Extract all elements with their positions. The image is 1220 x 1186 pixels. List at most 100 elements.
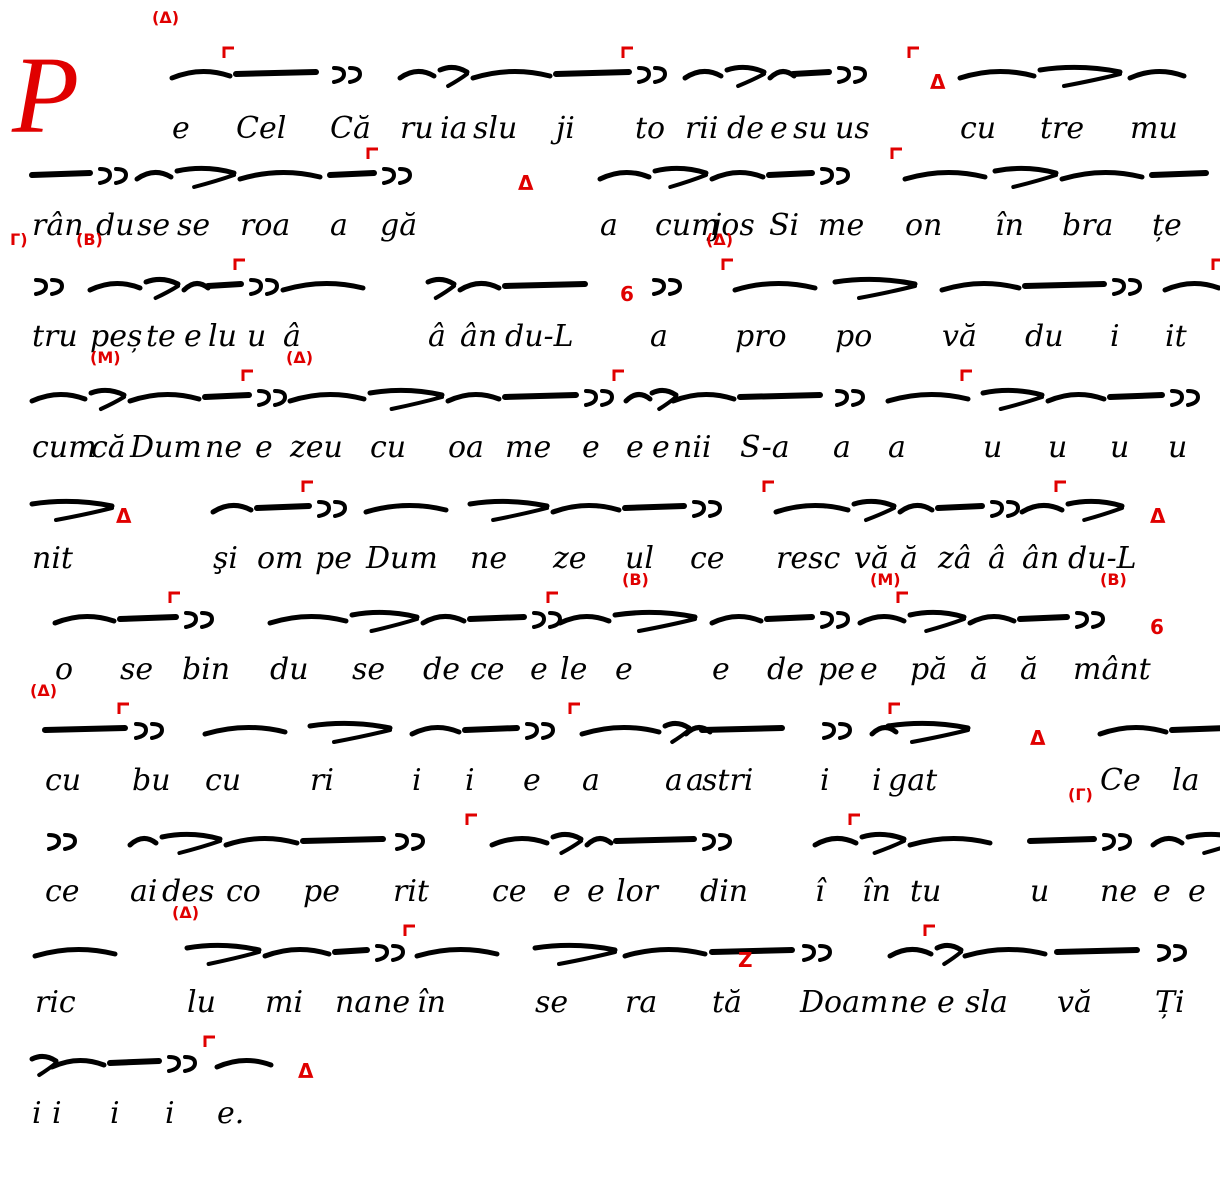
neume-mark xyxy=(425,276,457,300)
neume-mark xyxy=(1185,831,1220,855)
lyric-syllable: ne xyxy=(205,430,243,465)
lyric-syllable: u xyxy=(983,430,1003,465)
martyria-marker: (Δ) xyxy=(172,903,200,922)
neume-mark xyxy=(709,947,795,955)
lyric-syllable: e xyxy=(523,763,541,798)
neume-mark xyxy=(1150,836,1185,848)
lyric-syllable: bin xyxy=(182,652,231,687)
lyric-syllable: se xyxy=(535,985,569,1020)
lyric-syllable: i xyxy=(465,763,475,798)
neume-mark xyxy=(699,725,785,733)
lyric-syllable: ne xyxy=(1100,874,1138,909)
lyric-syllable: Ce xyxy=(1100,763,1141,798)
neume-mark xyxy=(181,281,211,293)
lyric-syllable: a xyxy=(582,763,600,798)
neume-mark xyxy=(467,614,527,622)
neume-mark xyxy=(682,69,724,81)
neume-mark xyxy=(414,947,500,959)
neume-mark xyxy=(489,836,550,848)
lyric-syllable: â xyxy=(283,319,301,354)
lyric-syllable: Ți xyxy=(1155,985,1185,1020)
neume-mark xyxy=(280,281,366,293)
lyric-syllable: pro xyxy=(735,319,787,354)
neume-mark xyxy=(637,66,668,84)
neume-mark xyxy=(445,392,502,404)
lyric-syllable: jos xyxy=(712,208,755,243)
neume-mark xyxy=(327,147,378,178)
lyric-syllable: se xyxy=(352,652,386,687)
neume-mark xyxy=(174,165,237,189)
neume-mark xyxy=(934,942,964,966)
lyric-syllable: ne xyxy=(470,541,508,576)
lyric-syllable: ri xyxy=(310,763,334,798)
lyric-syllable: zeu xyxy=(290,430,343,465)
lyric-syllable: i xyxy=(165,1096,175,1131)
lyric-syllable: ă xyxy=(970,652,988,687)
martyria-marker: (Γ) xyxy=(1068,785,1093,804)
neume-mark xyxy=(397,69,437,81)
lyric-syllable: su xyxy=(793,111,828,146)
lyric-syllable: nit xyxy=(32,541,73,576)
martyria-marker: (M) xyxy=(90,348,121,367)
lyric-syllable: me xyxy=(818,208,865,243)
neume-mark xyxy=(159,831,223,855)
lyric-syllable: rân xyxy=(32,208,84,243)
neume-mark xyxy=(980,387,1045,411)
lyric-syllable: cu xyxy=(370,430,407,465)
lyric-syllable: țe xyxy=(1152,208,1182,243)
neume-mark xyxy=(550,831,584,855)
martyria-marker: (Δ) xyxy=(706,230,734,249)
lyric-syllable: rit xyxy=(393,874,429,909)
fthora-sign: Δ xyxy=(930,70,946,94)
lyric-syllable: du-L xyxy=(505,319,574,354)
lyric-syllable: ze xyxy=(553,541,587,576)
neume-mark xyxy=(532,591,563,629)
lyric-syllable: a xyxy=(833,430,851,465)
neume-mark xyxy=(437,64,470,88)
neume-mark xyxy=(88,387,127,411)
lyric-syllable: om xyxy=(257,541,304,576)
lyric-syllable: tre xyxy=(1040,111,1085,146)
lyric-syllable: e xyxy=(530,652,548,687)
neume-mark xyxy=(223,835,300,848)
lyric-syllable: e xyxy=(652,430,670,465)
neume-mark xyxy=(167,1035,215,1073)
lyric-syllable: e xyxy=(184,319,202,354)
lyric-syllable: e xyxy=(770,111,788,146)
neume-mark xyxy=(127,391,202,404)
fthora-sign: Δ xyxy=(298,1059,314,1083)
lyric-syllable: e xyxy=(860,652,878,687)
lyric-syllable: i xyxy=(1110,319,1120,354)
neume-mark xyxy=(332,947,370,955)
lyric-syllable: Dum xyxy=(130,430,202,465)
neume-mark xyxy=(32,947,118,959)
neume-mark xyxy=(724,64,767,88)
lyric-syllable: pe xyxy=(315,541,352,576)
neume-mark xyxy=(1017,614,1070,622)
neume-mark xyxy=(885,720,971,744)
fthora-sign: Z xyxy=(738,948,753,972)
lyric-syllable: e xyxy=(255,430,273,465)
lyric-syllable: po xyxy=(835,319,873,354)
lyric-syllable: du xyxy=(1025,319,1064,354)
lyric-syllable: gat xyxy=(888,763,938,798)
neume-mark xyxy=(87,281,143,293)
neume-mark xyxy=(409,725,462,737)
lyric-syllable: rii xyxy=(685,111,719,146)
lyric-syllable: roa xyxy=(240,208,291,243)
lyric-syllable: a xyxy=(650,319,668,354)
neume-mark xyxy=(612,609,698,633)
neume-mark xyxy=(990,500,1021,518)
lyric-syllable: na xyxy=(335,985,373,1020)
neume-mark xyxy=(897,503,935,515)
neume-mark xyxy=(1054,947,1140,955)
neume-mark xyxy=(233,69,319,77)
lyric-syllable: e xyxy=(553,874,571,909)
lyric-syllable: o xyxy=(55,652,74,687)
neume-mark xyxy=(1162,258,1220,293)
neume-mark xyxy=(802,944,833,962)
lyric-syllable: slu xyxy=(473,111,518,146)
neume-mark xyxy=(332,66,363,84)
lyric-syllable: peș xyxy=(90,319,143,354)
lyric-syllable: de xyxy=(767,652,804,687)
